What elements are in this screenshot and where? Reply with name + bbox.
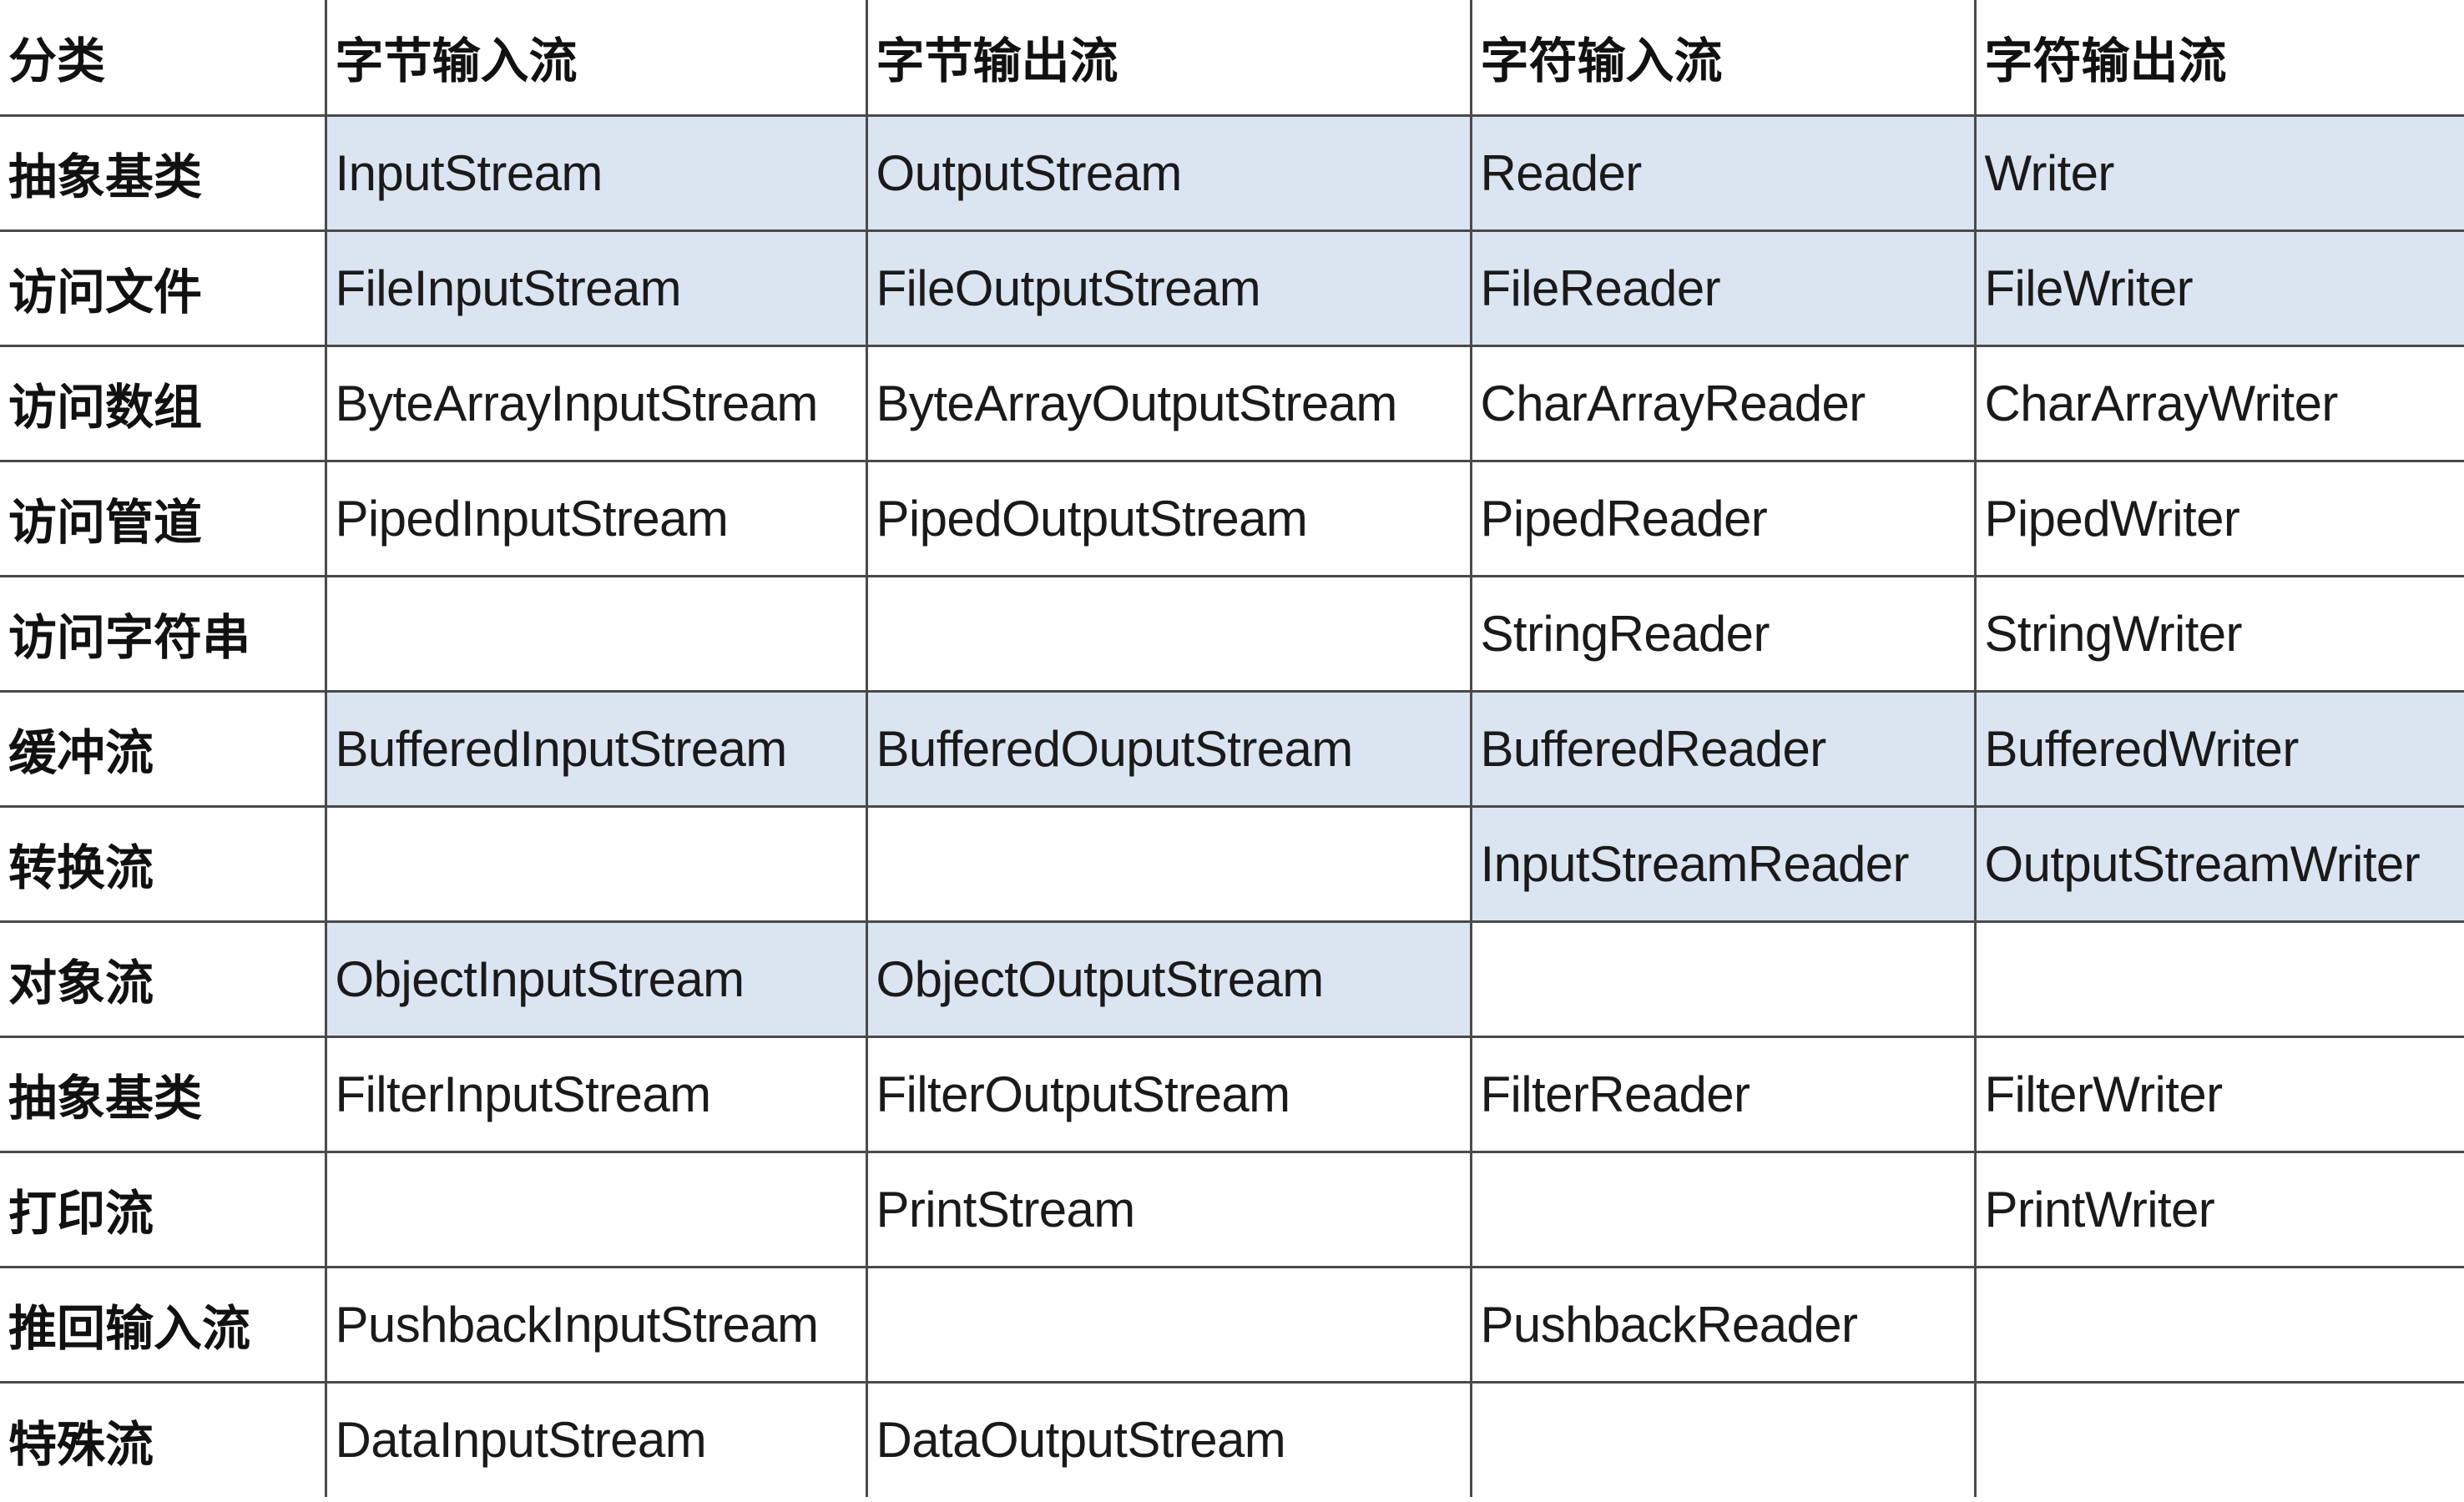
- row-label: 访问管道: [0, 459, 327, 577]
- row-label: 打印流: [0, 1150, 327, 1268]
- row-label: 访问字符串: [0, 574, 327, 693]
- table-row: 推回输入流 PushbackInputStream PushbackReader: [0, 1265, 2464, 1384]
- header-char-output-stream: 字符输出流: [1973, 0, 2464, 117]
- byte-output-cell: ByteArrayOutputStream: [865, 344, 1472, 462]
- byte-output-cell: BufferedOuputStream: [865, 689, 1472, 808]
- char-input-cell: StringReader: [1469, 574, 1977, 693]
- row-label: 抽象基类: [0, 115, 327, 232]
- byte-output-cell: [865, 804, 1472, 923]
- table-body: 抽象基类 InputStream OutputStream Reader Wri…: [0, 115, 2464, 1497]
- char-output-cell: StringWriter: [1973, 574, 2464, 693]
- byte-input-cell: ObjectInputStream: [324, 920, 868, 1038]
- row-label: 特殊流: [0, 1380, 327, 1497]
- byte-output-cell: FileOutputStream: [865, 229, 1472, 347]
- row-label: 对象流: [0, 920, 327, 1038]
- char-output-cell: [1973, 1265, 2464, 1384]
- char-input-cell: CharArrayReader: [1469, 344, 1977, 462]
- table-row: 特殊流 DataInputStream DataOutputStream: [0, 1380, 2464, 1497]
- char-output-cell: FileWriter: [1973, 229, 2464, 347]
- char-output-cell: [1973, 920, 2464, 1038]
- header-byte-input-stream: 字节输入流: [324, 0, 868, 117]
- table-row: 抽象基类 FilterInputStream FilterOutputStrea…: [0, 1035, 2464, 1153]
- header-char-input-stream: 字符输入流: [1469, 0, 1977, 117]
- row-label: 转换流: [0, 804, 327, 923]
- row-label: 推回输入流: [0, 1265, 327, 1384]
- char-output-cell: Writer: [1973, 115, 2464, 232]
- char-input-cell: Reader: [1469, 115, 1977, 232]
- byte-output-cell: PipedOutputStream: [865, 459, 1472, 577]
- char-input-cell: PushbackReader: [1469, 1265, 1977, 1384]
- byte-input-cell: InputStream: [324, 115, 868, 232]
- byte-output-cell: FilterOutputStream: [865, 1035, 1472, 1153]
- char-output-cell: PipedWriter: [1973, 459, 2464, 577]
- header-category: 分类: [0, 0, 327, 117]
- char-output-cell: FilterWriter: [1973, 1035, 2464, 1153]
- char-input-cell: [1469, 1380, 1977, 1497]
- char-input-cell: BufferedReader: [1469, 689, 1977, 808]
- byte-output-cell: [865, 1265, 1472, 1384]
- row-label: 访问数组: [0, 344, 327, 462]
- table-row: 缓冲流 BufferedInputStream BufferedOuputStr…: [0, 689, 2464, 808]
- header-row: 分类 字节输入流 字节输出流 字符输入流 字符输出流: [0, 0, 2464, 117]
- byte-output-cell: ObjectOutputStream: [865, 920, 1472, 1038]
- char-input-cell: PipedReader: [1469, 459, 1977, 577]
- table-row: 抽象基类 InputStream OutputStream Reader Wri…: [0, 115, 2464, 232]
- char-input-cell: [1469, 920, 1977, 1038]
- byte-input-cell: ByteArrayInputStream: [324, 344, 868, 462]
- byte-output-cell: OutputStream: [865, 115, 1472, 232]
- char-input-cell: [1469, 1150, 1977, 1268]
- byte-input-cell: FilterInputStream: [324, 1035, 868, 1153]
- table-row: 对象流 ObjectInputStream ObjectOutputStream: [0, 920, 2464, 1038]
- table-row: 访问管道 PipedInputStream PipedOutputStream …: [0, 459, 2464, 577]
- byte-input-cell: PipedInputStream: [324, 459, 868, 577]
- row-label: 抽象基类: [0, 1035, 327, 1153]
- char-output-cell: PrintWriter: [1973, 1150, 2464, 1268]
- byte-input-cell: [324, 804, 868, 923]
- table-row: 访问字符串 StringReader StringWriter: [0, 574, 2464, 693]
- byte-input-cell: DataInputStream: [324, 1380, 868, 1497]
- char-input-cell: FilterReader: [1469, 1035, 1977, 1153]
- header-byte-output-stream: 字节输出流: [865, 0, 1472, 117]
- row-label: 缓冲流: [0, 689, 327, 808]
- table-row: 访问数组 ByteArrayInputStream ByteArrayOutpu…: [0, 344, 2464, 462]
- byte-input-cell: PushbackInputStream: [324, 1265, 868, 1384]
- byte-input-cell: FileInputStream: [324, 229, 868, 347]
- byte-output-cell: PrintStream: [865, 1150, 1472, 1268]
- char-input-cell: InputStreamReader: [1469, 804, 1977, 923]
- byte-output-cell: [865, 574, 1472, 693]
- char-output-cell: [1973, 1380, 2464, 1497]
- row-label: 访问文件: [0, 229, 327, 347]
- char-output-cell: OutputStreamWriter: [1973, 804, 2464, 923]
- char-output-cell: CharArrayWriter: [1973, 344, 2464, 462]
- table-row: 打印流 PrintStream PrintWriter: [0, 1150, 2464, 1268]
- byte-input-cell: [324, 574, 868, 693]
- byte-output-cell: DataOutputStream: [865, 1380, 1472, 1497]
- char-output-cell: BufferedWriter: [1973, 689, 2464, 808]
- table-header: 分类 字节输入流 字节输出流 字符输入流 字符输出流: [0, 0, 2464, 117]
- table-row: 转换流 InputStreamReader OutputStreamWriter: [0, 804, 2464, 923]
- byte-input-cell: [324, 1150, 868, 1268]
- table-row: 访问文件 FileInputStream FileOutputStream Fi…: [0, 229, 2464, 347]
- byte-input-cell: BufferedInputStream: [324, 689, 868, 808]
- char-input-cell: FileReader: [1469, 229, 1977, 347]
